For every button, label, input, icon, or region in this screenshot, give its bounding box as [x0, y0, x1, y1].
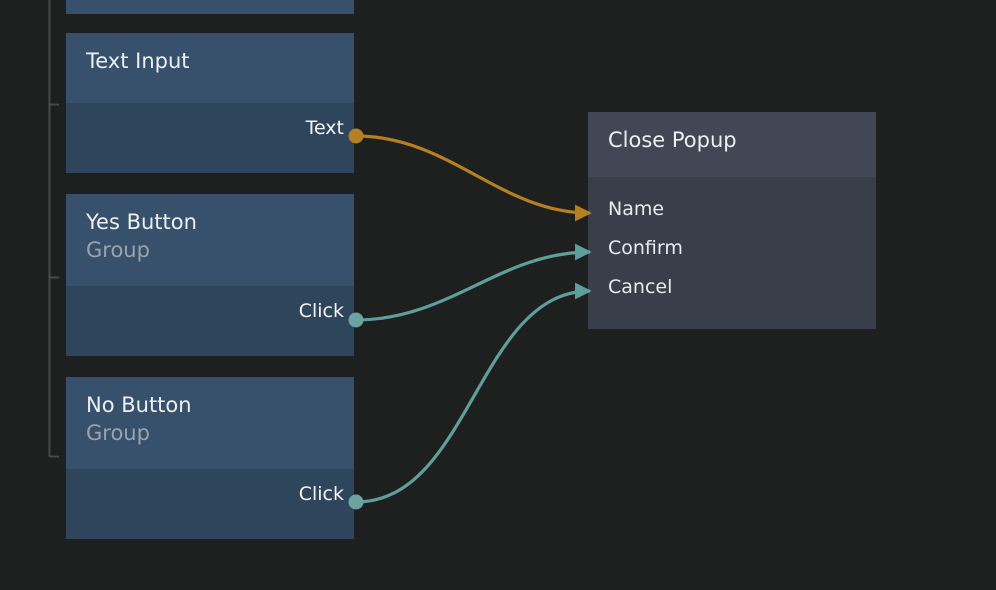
input-port-confirm[interactable]: Confirm: [588, 237, 683, 259]
node-body-yes-button: Click: [66, 286, 354, 356]
output-port-label: Click: [298, 483, 344, 505]
node-title: No Button: [86, 393, 192, 417]
node-header-close-popup: Close Popup: [588, 112, 876, 177]
port-dot-no-click[interactable]: [348, 494, 364, 510]
node-body-close-popup: Name Confirm Cancel: [588, 177, 876, 329]
input-port-label: Cancel: [608, 276, 673, 298]
node-text-input[interactable]: Text Input Text: [66, 33, 354, 173]
output-port-label: Text: [305, 117, 344, 139]
wire-yesclick-to-confirm[interactable]: [355, 243, 592, 322]
output-port-label: Click: [298, 300, 344, 322]
node-title: Close Popup: [608, 128, 737, 152]
input-port-label: Confirm: [608, 237, 683, 259]
node-yes-button[interactable]: Yes Button Group Click: [66, 194, 354, 356]
output-port-click[interactable]: Click: [299, 483, 354, 505]
node-subtitle: Group: [86, 238, 150, 262]
output-port-click[interactable]: Click: [299, 300, 354, 322]
node-body-text-input: Text: [66, 103, 354, 173]
node-body-no-button: Click: [66, 469, 354, 539]
node-clipped-top[interactable]: [66, 0, 354, 14]
node-close-popup[interactable]: Close Popup Name Confirm Cancel: [588, 112, 876, 329]
node-header-yes-button: Yes Button Group: [66, 194, 354, 286]
node-header-text-input: Text Input: [66, 33, 354, 103]
input-port-label: Name: [608, 198, 665, 220]
output-port-text[interactable]: Text: [306, 117, 354, 139]
input-port-name[interactable]: Name: [588, 198, 664, 220]
port-dot-yes-click[interactable]: [348, 312, 364, 328]
port-dot-text[interactable]: [348, 128, 364, 144]
wire-noclick-to-cancel[interactable]: [355, 282, 592, 504]
wire-text-to-name[interactable]: [355, 134, 592, 222]
node-header-no-button: No Button Group: [66, 377, 354, 469]
node-title: Yes Button: [86, 210, 197, 234]
node-title: Text Input: [86, 49, 190, 73]
node-header: [66, 0, 354, 14]
node-no-button[interactable]: No Button Group Click: [66, 377, 354, 539]
input-port-cancel[interactable]: Cancel: [588, 276, 672, 298]
node-subtitle: Group: [86, 421, 150, 445]
